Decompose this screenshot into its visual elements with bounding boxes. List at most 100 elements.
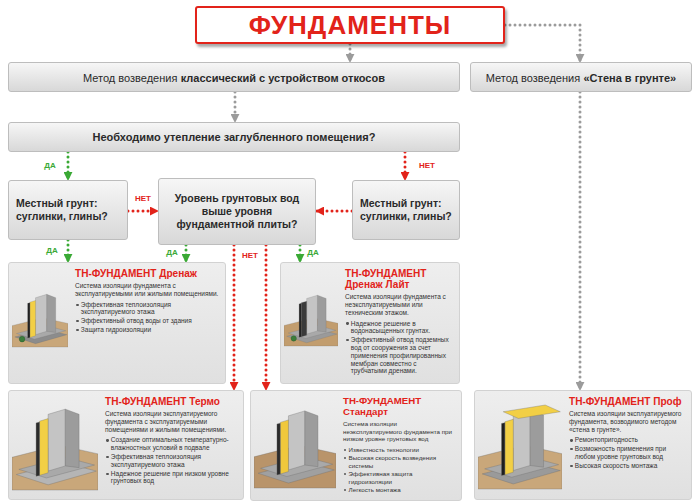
decision-box: Уровень грунтовых вод выше уровня фундам… bbox=[158, 178, 316, 245]
flow-arrow bbox=[67, 152, 70, 180]
illustration-part bbox=[65, 409, 79, 467]
flow-arrow bbox=[233, 245, 236, 390]
product-card: ТН-ФУНДАМЕНТ СтандартСистема изоляции не… bbox=[250, 390, 462, 501]
product-card: ТН-ФУНДАМЕНТ ТермоСистема изоляции экспл… bbox=[8, 390, 244, 500]
illustration-part bbox=[317, 295, 326, 332]
product-description: Система изоляции неэксплуатируемого фунд… bbox=[343, 420, 456, 443]
illustration-part bbox=[28, 303, 30, 338]
edge-label: ДА bbox=[45, 247, 58, 256]
node-text: Уровень грунтовых вод выше уровня фундам… bbox=[166, 192, 308, 231]
flow-arrow bbox=[404, 152, 407, 180]
illustration-part bbox=[513, 410, 530, 470]
flow-arrow bbox=[579, 92, 582, 390]
illustration-part bbox=[40, 419, 49, 476]
foundation-illustration bbox=[12, 397, 98, 497]
product-bullet: Эффективная защита гидроизоляции bbox=[343, 470, 456, 485]
illustration-part bbox=[307, 295, 318, 334]
foundation-illustration bbox=[12, 269, 68, 369]
illustration-part bbox=[280, 420, 288, 474]
node-text: Метод возведения bbox=[486, 72, 580, 84]
method-band: Метод возведенияклассический с устройств… bbox=[8, 62, 460, 92]
product-description: Система изоляции эксплуатируемого фундам… bbox=[105, 410, 238, 433]
flow-arrow bbox=[349, 44, 352, 62]
illustration-part bbox=[36, 422, 39, 476]
product-bullet: Защита гидроизоляции bbox=[75, 326, 220, 334]
product-bullet: Ремонтопригодность bbox=[569, 436, 686, 444]
illustration-part bbox=[503, 405, 560, 418]
product-card: ТН-ФУНДАМЕНТ ПрофСистема изоляции эксплу… bbox=[474, 390, 692, 500]
method-band: Метод возведения«Стена в грунте» bbox=[470, 62, 692, 92]
decision-box: Местный грунт: суглинки, глины? bbox=[352, 180, 460, 240]
illustration-part bbox=[505, 419, 513, 474]
node-text-wrap: Метод возведенияклассический с устройств… bbox=[83, 68, 385, 86]
card-text-column: ТН-ФУНДАМЕНТ СтандартСистема изоляции не… bbox=[339, 391, 461, 500]
edge-label: НЕТ bbox=[241, 252, 259, 261]
product-title: ТН-ФУНДАМЕНТ Термо bbox=[105, 396, 238, 407]
heading-box: ФУНДАМЕНТЫ bbox=[195, 6, 505, 44]
node-text: Местный грунт: суглинки, глины? bbox=[360, 197, 452, 223]
product-description: Система изоляции эксплуатируемого фундам… bbox=[569, 410, 686, 433]
drain-pipe bbox=[19, 336, 25, 342]
edge-label: НЕТ bbox=[418, 162, 436, 171]
illustration-part bbox=[277, 423, 280, 475]
illustration-part bbox=[36, 294, 47, 334]
foundation-illustration bbox=[478, 397, 562, 497]
flow-arrow bbox=[234, 92, 237, 122]
product-card: ТН-ФУНДАМЕНТ Дренаж ЛайтСистема изоляции… bbox=[280, 262, 460, 384]
edge-label: ДА bbox=[165, 249, 178, 258]
node-text-wrap: Метод возведения«Стена в грунте» bbox=[486, 68, 676, 86]
edge-label: ДА bbox=[43, 162, 56, 171]
product-title: ТН-ФУНДАМЕНТ Проф bbox=[569, 396, 686, 407]
product-card: ТН-ФУНДАМЕНТ ДренажСистема изоляции фунд… bbox=[8, 262, 226, 384]
edge-label: ДА bbox=[306, 249, 319, 258]
product-bullet: Надежное решение в водонасыщенных грунта… bbox=[345, 320, 454, 336]
node-text-wrap: Необходимо утепление заглубленного помещ… bbox=[93, 131, 376, 143]
node-text: Необходимо утепление заглубленного помещ… bbox=[93, 131, 376, 143]
product-description: Система изоляции фундамента с неэксплуат… bbox=[345, 293, 454, 316]
drain-pipe bbox=[291, 336, 296, 341]
product-bullet: Возможность применения при любом уровне … bbox=[569, 445, 686, 461]
card-text-column: ТН-ФУНДАМЕНТ ПрофСистема изоляции эксплу… bbox=[565, 391, 691, 476]
product-bullet: Эффективный отвод подземных вод от соору… bbox=[345, 336, 454, 375]
flow-arrow bbox=[316, 210, 352, 213]
product-bullet: Эффективный отвод воды от здания bbox=[75, 317, 220, 325]
illustration-part bbox=[530, 410, 543, 467]
node-text-wrap: Местный грунт: суглинки, глины? bbox=[360, 197, 452, 223]
product-description: Система изоляции фундамента с эксплуатир… bbox=[75, 282, 220, 298]
edge-label: НЕТ bbox=[134, 195, 152, 204]
flow-arrow bbox=[128, 210, 158, 213]
product-bullet: Известность технологии bbox=[343, 446, 456, 454]
illustration-part bbox=[301, 301, 306, 337]
product-title: ТН-ФУНДАМЕНТ Дренаж bbox=[75, 268, 220, 279]
flow-arrow bbox=[265, 245, 268, 390]
question-band: Необходимо утепление заглубленного помещ… bbox=[8, 122, 460, 152]
product-title: ТН-ФУНДАМЕНТ Стандарт bbox=[343, 396, 456, 417]
illustration-part bbox=[299, 303, 301, 337]
flow-arrow bbox=[67, 240, 70, 262]
heading-text: ФУНДАМЕНТЫ bbox=[249, 10, 452, 41]
node-text-wrap: Уровень грунтовых вод выше уровня фундам… bbox=[166, 192, 308, 231]
illustration-part bbox=[47, 294, 56, 332]
flow-arrow bbox=[299, 245, 302, 262]
illustration-part bbox=[502, 423, 505, 476]
product-bullet: Создание оптимальных температурно-влажно… bbox=[105, 436, 238, 452]
foundation-illustration bbox=[284, 269, 338, 369]
product-title: ТН-ФУНДАМЕНТ Дренаж Лайт bbox=[345, 268, 454, 290]
flow-arrow bbox=[505, 25, 580, 62]
card-text-column: ТН-ФУНДАМЕНТ ДренажСистема изоляции фунд… bbox=[71, 263, 225, 340]
product-bullet: Легкость монтажа bbox=[343, 486, 456, 494]
foundation-illustration bbox=[254, 397, 336, 497]
flow-arrow bbox=[185, 245, 188, 262]
node-text: Местный грунт: суглинки, глины? bbox=[16, 197, 120, 223]
node-text: «Стена в грунте» bbox=[583, 72, 676, 84]
product-bullet: Эффективная теплоизоляция эксплуатируемо… bbox=[75, 301, 220, 317]
node-text-wrap: Местный грунт: суглинки, глины? bbox=[16, 197, 120, 223]
illustration-part bbox=[30, 301, 36, 338]
node-text: классический с устройством откосов bbox=[181, 72, 385, 84]
illustration-part bbox=[305, 411, 318, 467]
decision-box: Местный грунт: суглинки, глины? bbox=[8, 180, 128, 240]
illustration-part bbox=[48, 409, 65, 471]
product-bullet: Надежное решение при низком уровне грунт… bbox=[105, 470, 238, 486]
